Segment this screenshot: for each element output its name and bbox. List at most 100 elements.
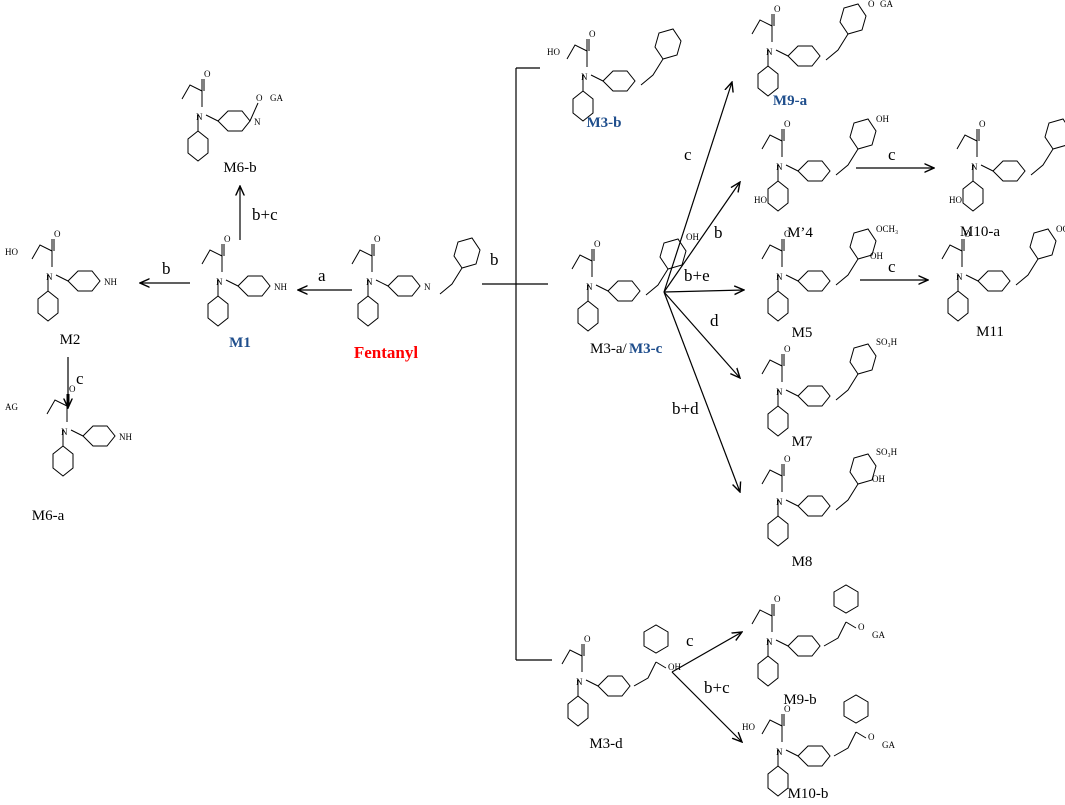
m9a-structure: N O O GA bbox=[751, 0, 893, 97]
atom-label: N bbox=[776, 162, 783, 172]
atom-label: O bbox=[784, 704, 791, 714]
atom-label: OH bbox=[872, 474, 885, 484]
fentanyl-structure: N O N bbox=[351, 234, 481, 327]
atom-label: OH bbox=[686, 232, 699, 242]
atom-label: N bbox=[971, 162, 978, 172]
atom-label: AG bbox=[5, 402, 18, 412]
atom-label: GA bbox=[880, 0, 893, 9]
atom-label: SO₃H bbox=[876, 337, 898, 347]
compound-label-m3d: M3-d bbox=[589, 736, 623, 752]
atom-label: N bbox=[586, 282, 593, 292]
atom-label: N bbox=[196, 112, 203, 122]
atom-label: O bbox=[784, 344, 791, 354]
atom-label: O bbox=[979, 119, 986, 129]
atom-label: N bbox=[581, 72, 588, 82]
atom-label: O bbox=[774, 4, 781, 14]
atom-label: GA bbox=[270, 93, 283, 103]
compound-label-m7: M7 bbox=[792, 434, 813, 450]
atom-label: OH bbox=[876, 114, 889, 124]
atom-label: O bbox=[868, 732, 875, 742]
atom-label: HO bbox=[754, 195, 767, 205]
m11-structure: N O OCH₃ bbox=[941, 224, 1065, 322]
condition-label: b bbox=[490, 250, 499, 269]
m6b-structure: N O N O GA bbox=[181, 69, 283, 162]
atom-label: O bbox=[858, 622, 865, 632]
atom-label: HO bbox=[547, 47, 560, 57]
atom-label: O bbox=[54, 229, 61, 239]
condition-label: d bbox=[710, 311, 719, 330]
m9b-structure: N O O GA bbox=[751, 584, 885, 687]
condition-label: c bbox=[888, 145, 896, 164]
compound-label-m8: M8 bbox=[792, 554, 813, 570]
condition-label: c bbox=[76, 369, 84, 388]
atom-label: N bbox=[46, 272, 53, 282]
arrow-m3ac-to-m7 bbox=[663, 291, 740, 378]
atom-label: O bbox=[784, 229, 791, 239]
m5-structure: N O OCH₃ OH bbox=[761, 224, 898, 322]
atom-label: OCH₃ bbox=[876, 224, 898, 234]
m8-structure: N O SO₃H OH bbox=[761, 447, 898, 547]
atom-label: O bbox=[868, 0, 875, 9]
atom-label: O bbox=[374, 234, 381, 244]
atom-label: N bbox=[956, 272, 963, 282]
compound-label-m5: M5 bbox=[792, 325, 813, 341]
atom-label: O bbox=[204, 69, 211, 79]
atom-label: SO₃H bbox=[876, 447, 898, 457]
compound-label-m3b: M3-b bbox=[587, 115, 622, 131]
m4-structure: N O OH HO bbox=[754, 114, 889, 212]
atom-label: N bbox=[424, 282, 431, 292]
arrow-m3ac-to-m4 bbox=[663, 182, 740, 293]
atom-label: O bbox=[256, 93, 263, 103]
atom-label: N bbox=[576, 677, 583, 687]
compound-label-m10b: M10-b bbox=[788, 786, 829, 802]
condition-label: b+d bbox=[672, 399, 699, 418]
compound-label-m1: M1 bbox=[229, 335, 251, 351]
arrow-m3ac-to-m9a bbox=[663, 82, 732, 293]
compound-label-fentanyl: Fentanyl bbox=[354, 343, 419, 362]
atom-label: N bbox=[366, 277, 373, 287]
compound-label-m2: M2 bbox=[60, 332, 81, 348]
atom-label: NH bbox=[274, 282, 287, 292]
atom-label: GA bbox=[872, 630, 885, 640]
atom-label: O bbox=[589, 29, 596, 39]
m10a-structure: N O HO bbox=[949, 118, 1065, 212]
compound-label-m9b: M9-b bbox=[783, 692, 816, 708]
arrow-m3ac-to-m8 bbox=[663, 291, 740, 492]
atom-label: N bbox=[766, 47, 773, 57]
atom-label: O bbox=[224, 234, 231, 244]
atom-label: OH bbox=[668, 662, 681, 672]
condition-label: c bbox=[684, 145, 692, 164]
atom-label: OH bbox=[870, 251, 883, 261]
m3ac-structure: N O OH bbox=[571, 232, 699, 332]
atom-label: O bbox=[584, 634, 591, 644]
condition-label: b+e bbox=[684, 266, 710, 285]
atom-label: HO bbox=[949, 195, 962, 205]
condition-label: b bbox=[162, 259, 171, 278]
compound-label-m11: M11 bbox=[976, 324, 1004, 340]
atom-label: N bbox=[216, 277, 223, 287]
atom-label: N bbox=[776, 387, 783, 397]
m2-structure: N O NH HO bbox=[5, 229, 117, 322]
m10b-structure: N O HO O GA bbox=[742, 694, 895, 797]
m6a-structure: N O NH AG bbox=[5, 384, 132, 477]
condition-label: a bbox=[318, 266, 326, 285]
atom-label: O bbox=[784, 454, 791, 464]
atom-label: GA bbox=[882, 740, 895, 750]
compound-label-m4: M’4 bbox=[787, 225, 813, 241]
atom-label: N bbox=[776, 497, 783, 507]
atom-label: OCH₃ bbox=[1056, 224, 1065, 234]
compound-label-m10a: M10-a bbox=[960, 224, 1000, 240]
atom-label: O bbox=[784, 119, 791, 129]
atom-label: HO bbox=[742, 722, 755, 732]
condition-label: c bbox=[686, 631, 694, 650]
atom-label: O bbox=[69, 384, 76, 394]
compound-label-m9a: M9-a bbox=[773, 93, 808, 109]
condition-label: b bbox=[714, 223, 723, 242]
compound-label-m3c: M3-c bbox=[629, 341, 663, 357]
m7-structure: N O SO₃H bbox=[761, 337, 898, 437]
arrow-m3ac-to-m5 bbox=[663, 290, 744, 292]
atom-label: N bbox=[766, 637, 773, 647]
atom-label: N bbox=[776, 747, 783, 757]
condition-label: b+c bbox=[704, 678, 730, 697]
